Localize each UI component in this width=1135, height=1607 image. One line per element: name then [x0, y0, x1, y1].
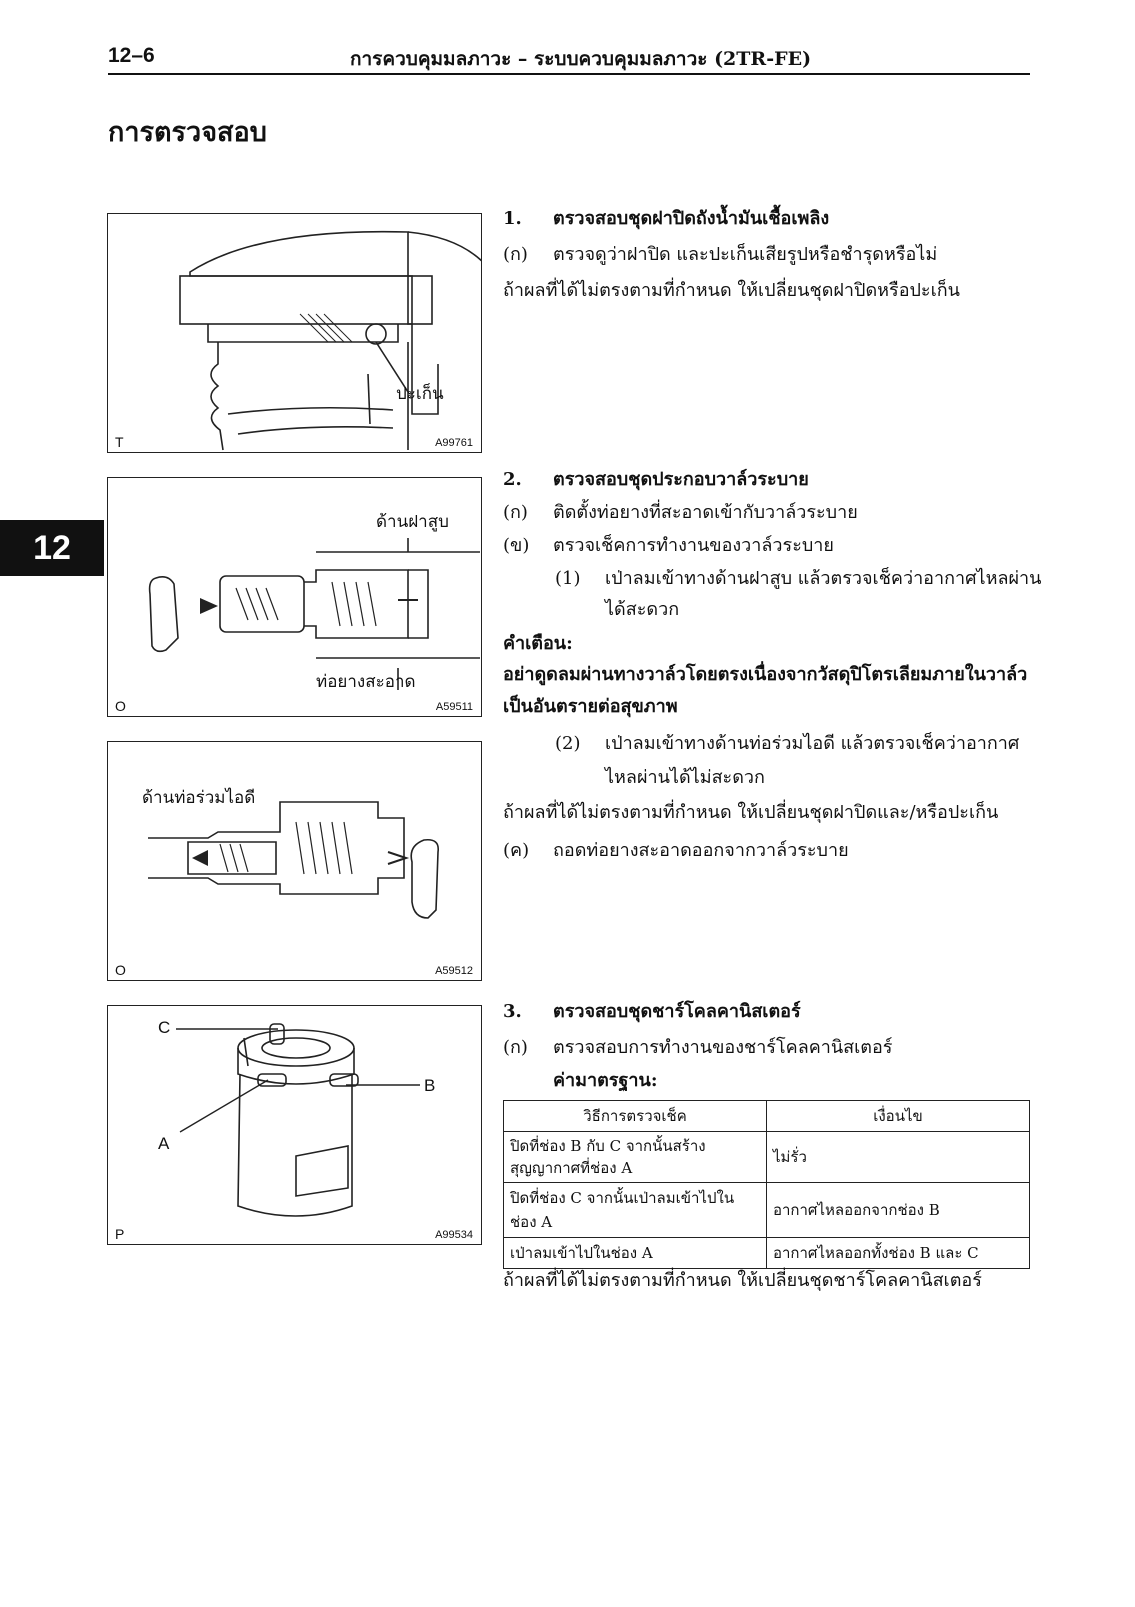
valve-illustration-1: [148, 538, 480, 690]
step1-heading: 1. ตรวจสอบชุดฝาปิดถังน้ำมันเชื้อเพลิง: [503, 206, 829, 232]
section-title: การตรวจสอบ: [108, 117, 267, 148]
step2-item1-text: เป่าลมเข้าทางด้านฝาสูบ แล้วตรวจเช็คว่าอา…: [605, 568, 1042, 589]
figure-corner-letter: T: [115, 434, 124, 450]
figure-fuel-cap: ปะเก็น T A99761: [107, 213, 482, 453]
port-b-label: B: [424, 1076, 436, 1095]
canister-illustration: [176, 1023, 420, 1217]
figure-corner-letter: O: [115, 962, 126, 978]
step2-item2-line2: ไหลผ่านได้ไม่สะดวก: [605, 767, 765, 788]
step1-result: ถ้าผลที่ได้ไม่ตรงตามที่กำหนด ให้เปลี่ยนช…: [503, 280, 960, 301]
fuel-cap-illustration: [179, 230, 481, 451]
standard-values-table: วิธีการตรวจเช็ค เงื่อนไข ปิดที่ช่อง B กั…: [503, 1100, 1030, 1269]
step2-sub-a-text: ติดตั้งท่อยางที่สะอาดเข้ากับวาล์วระบาย: [553, 502, 858, 523]
step1-sub-a-marker: (ก): [503, 244, 528, 265]
clean-hose-label: ท่อยางสะอาด: [316, 672, 416, 692]
step1-sub-a-text: ตรวจดูว่าฝาปิด และปะเก็นเสียรูปหรือชำรุด…: [553, 244, 938, 265]
header-rule: [108, 73, 1030, 75]
step2-number: 2.: [503, 469, 522, 490]
step2-sub-c-text: ถอดท่อยางสะอาดออกจากวาล์วระบาย: [553, 840, 849, 861]
intake-manifold-side-label: ด้านท่อร่วมไอดี: [142, 788, 256, 808]
gasket-label: ปะเก็น: [396, 384, 444, 404]
step2-sub-a-marker: (ก): [503, 502, 528, 523]
step3-number: 3.: [503, 1001, 522, 1022]
caution-line1: อย่าดูดลมผ่านทางวาล์วโดยตรงเนื่องจากวัสด…: [503, 664, 1028, 685]
table-cell-condition: อากาศไหลออกทั้งช่อง B และ C: [766, 1237, 1030, 1269]
step1-sub-a: (ก) ตรวจดูว่าฝาปิด และปะเก็นเสียรูปหรือชำ…: [503, 242, 937, 268]
table-cell-method: ปิดที่ช่อง B กับ C จากนั้นสร้างสุญญากาศท…: [503, 1131, 767, 1183]
step2-sub-b-marker: (ข): [503, 535, 530, 556]
caution-label: คำเตือน:: [503, 633, 573, 654]
step3-result: ถ้าผลที่ได้ไม่ตรงตามที่กำหนด ให้เปลี่ยนช…: [503, 1270, 982, 1291]
table-row: เป่าลมเข้าไปในช่อง A อากาศไหลออกทั้งช่อง…: [503, 1237, 1030, 1269]
figure-code: A59511: [435, 701, 473, 713]
table-cell-method: เป่าลมเข้าไปในช่อง A: [503, 1237, 767, 1269]
figure-code: A99761: [435, 437, 473, 449]
step3-sub-a-text: ตรวจสอบการทำงานของชาร์โคลคานิสเตอร์: [553, 1037, 893, 1058]
port-a-label: A: [158, 1134, 170, 1153]
valve-illustration-2: [148, 801, 440, 919]
step2-item1-line2: ได้สะดวก: [605, 599, 680, 620]
step2-item2-marker: (2): [555, 733, 581, 754]
standard-value-label: ค่ามาตรฐาน:: [553, 1070, 658, 1091]
table-row: ปิดที่ช่อง B กับ C จากนั้นสร้างสุญญากาศท…: [503, 1131, 1030, 1183]
step3-sub-a: (ก) ตรวจสอบการทำงานของชาร์โคลคานิสเตอร์: [503, 1035, 892, 1061]
step2-item2-text: เป่าลมเข้าทางด้านท่อร่วมไอดี แล้วตรวจเช็…: [605, 733, 1020, 754]
step2-sub-a: (ก) ติดตั้งท่อยางที่สะอาดเข้ากับวาล์วระบา…: [503, 500, 858, 526]
step2-sub-b: (ข) ตรวจเช็คการทำงานของวาล์วระบาย: [503, 533, 834, 559]
table-cell-condition: ไม่รั่ว: [766, 1131, 1030, 1183]
step3-title: ตรวจสอบชุดชาร์โคลคานิสเตอร์: [553, 1001, 801, 1022]
figure-code: A99534: [435, 1229, 473, 1241]
figure-valve-cylinder-side: ด้านฝาสูบ ท่อยางสะอาด O A59511: [107, 477, 482, 717]
step3-heading: 3. ตรวจสอบชุดชาร์โคลคานิสเตอร์: [503, 999, 801, 1025]
table-header-condition: เงื่อนไข: [766, 1100, 1030, 1132]
figure-code: A59512: [435, 965, 473, 977]
step1-title: ตรวจสอบชุดฝาปิดถังน้ำมันเชื้อเพลิง: [553, 208, 830, 229]
figure-charcoal-canister: C B A P A99534: [107, 1005, 482, 1245]
figure-valve-manifold-side: ด้านท่อร่วมไอดี O A59512: [107, 741, 482, 981]
step2-result: ถ้าผลที่ได้ไม่ตรงตามที่กำหนด ให้เปลี่ยนช…: [503, 802, 999, 823]
figure-corner-letter: O: [115, 698, 126, 714]
caution-line2: เป็นอันตรายต่อสุขภาพ: [503, 696, 678, 717]
cylinder-head-side-label: ด้านฝาสูบ: [376, 512, 449, 532]
step2-heading: 2. ตรวจสอบชุดประกอบวาล์วระบาย: [503, 467, 809, 493]
table-cell-method: ปิดที่ช่อง C จากนั้นเป่าลมเข้าไปในช่อง A: [503, 1182, 767, 1238]
figure-corner-letter: P: [115, 1226, 125, 1242]
table-row: ปิดที่ช่อง C จากนั้นเป่าลมเข้าไปในช่อง A…: [503, 1182, 1030, 1238]
port-c-label: C: [158, 1018, 171, 1037]
step2-sub-c: (ค) ถอดท่อยางสะอาดออกจากวาล์วระบาย: [503, 838, 849, 864]
step2-sub-c-marker: (ค): [503, 840, 530, 861]
table-header-row: วิธีการตรวจเช็ค เงื่อนไข: [503, 1100, 1030, 1132]
running-header-title: การควบคุมมลภาวะ – ระบบควบคุมมลภาวะ (2TR-…: [350, 48, 812, 70]
chapter-tab: 12: [0, 520, 104, 576]
table-cell-condition: อากาศไหลออกจากช่อง B: [766, 1182, 1030, 1238]
table-header-method: วิธีการตรวจเช็ค: [503, 1100, 767, 1132]
step2-item2-line1: (2) เป่าลมเข้าทางด้านท่อร่วมไอดี แล้วตรวจ…: [555, 731, 1019, 757]
step2-title: ตรวจสอบชุดประกอบวาล์วระบาย: [553, 469, 809, 490]
step2-sub-b-text: ตรวจเช็คการทำงานของวาล์วระบาย: [553, 535, 834, 556]
step3-sub-a-marker: (ก): [503, 1037, 528, 1058]
step2-item1-marker: (1): [555, 568, 581, 589]
page-number: 12–6: [108, 44, 155, 67]
step1-number: 1.: [503, 208, 522, 229]
step2-item1-line1: (1) เป่าลมเข้าทางด้านฝาสูบ แล้วตรวจเช็คว่…: [555, 566, 1041, 592]
